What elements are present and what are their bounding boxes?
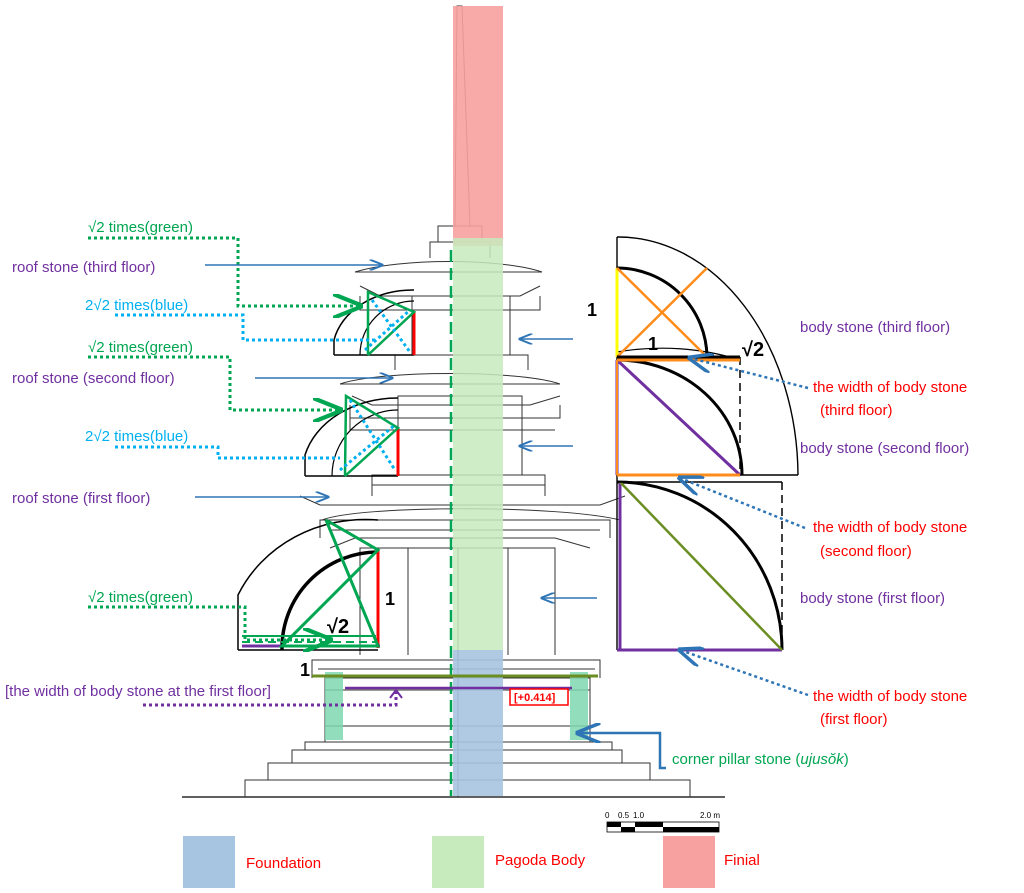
mark-one-right: 1 [587, 300, 597, 320]
legend-swatch-pagoda-body [432, 836, 484, 888]
right-construction [615, 236, 799, 652]
mark-one-inner: 1 [648, 334, 658, 354]
label-width-first-2: (first floor) [820, 711, 888, 728]
color-bands [453, 6, 503, 796]
label-corner-pillar: corner pillar stone (ujusŏk) [672, 751, 849, 768]
legend: Foundation Pagoda Body Finial [183, 836, 760, 888]
label-width-third-1: the width of body stone [813, 379, 967, 396]
first-floor-geometry [237, 518, 381, 651]
legend-label-finial: Finial [724, 852, 760, 869]
second-floor-geometry [304, 393, 401, 477]
label-width-second-2: (second floor) [820, 543, 912, 560]
scale-tick-20: 2.0 m [700, 811, 720, 820]
corner-pillar-right [570, 672, 588, 740]
corner-pillar-left [325, 672, 343, 740]
mark-sqrt2-left: √2 [327, 616, 349, 638]
scale-tick-10: 1.0 [633, 811, 645, 820]
measure-marks: 1 1 √2 1 √2 1 [+0.414] [300, 300, 764, 706]
label-body-second: body stone (second floor) [800, 440, 969, 457]
label-sqrt2-green-3: √2 times(green) [88, 589, 193, 606]
mark-one-left: 1 [385, 589, 395, 609]
label-roof-third: roof stone (third floor) [12, 259, 155, 276]
mark-sqrt2-right: √2 [742, 339, 764, 361]
legend-swatch-finial [663, 836, 715, 888]
label-roof-first: roof stone (first floor) [12, 490, 150, 507]
label-roof-second: roof stone (second floor) [12, 370, 175, 387]
scale-bar: 0 0.5 1.0 2.0 m [605, 811, 720, 833]
third-floor-geometry [333, 289, 417, 356]
scale-tick-05: 0.5 [618, 811, 630, 820]
right-labels: body stone (third floor) the width of bo… [672, 319, 969, 768]
left-connectors [88, 236, 403, 707]
mark-plus-value: [+0.414] [514, 692, 556, 704]
label-body-first: body stone (first floor) [800, 590, 945, 607]
legend-label-pagoda-body: Pagoda Body [495, 852, 586, 869]
scale-tick-0: 0 [605, 811, 610, 820]
foundation-band [453, 650, 503, 796]
label-blue-2: 2√2 times(blue) [85, 428, 188, 445]
finial-band [453, 6, 503, 246]
label-width-first-1: the width of body stone [813, 688, 967, 705]
label-sqrt2-green-1: √2 times(green) [88, 219, 193, 236]
left-labels: √2 times(green) roof stone (third floor)… [5, 219, 271, 700]
legend-swatch-foundation [183, 836, 235, 888]
label-blue-1: 2√2 times(blue) [85, 297, 188, 314]
right-connectors [520, 339, 809, 770]
label-width-first-bracket: [the width of body stone at the first fl… [5, 683, 271, 700]
label-width-second-1: the width of body stone [813, 519, 967, 536]
label-sqrt2-green-2: √2 times(green) [88, 339, 193, 356]
label-width-third-2: (third floor) [820, 402, 893, 419]
label-body-third: body stone (third floor) [800, 319, 950, 336]
pagoda-body-band [453, 238, 503, 650]
legend-label-foundation: Foundation [246, 855, 321, 872]
mark-one-base: 1 [300, 660, 310, 680]
